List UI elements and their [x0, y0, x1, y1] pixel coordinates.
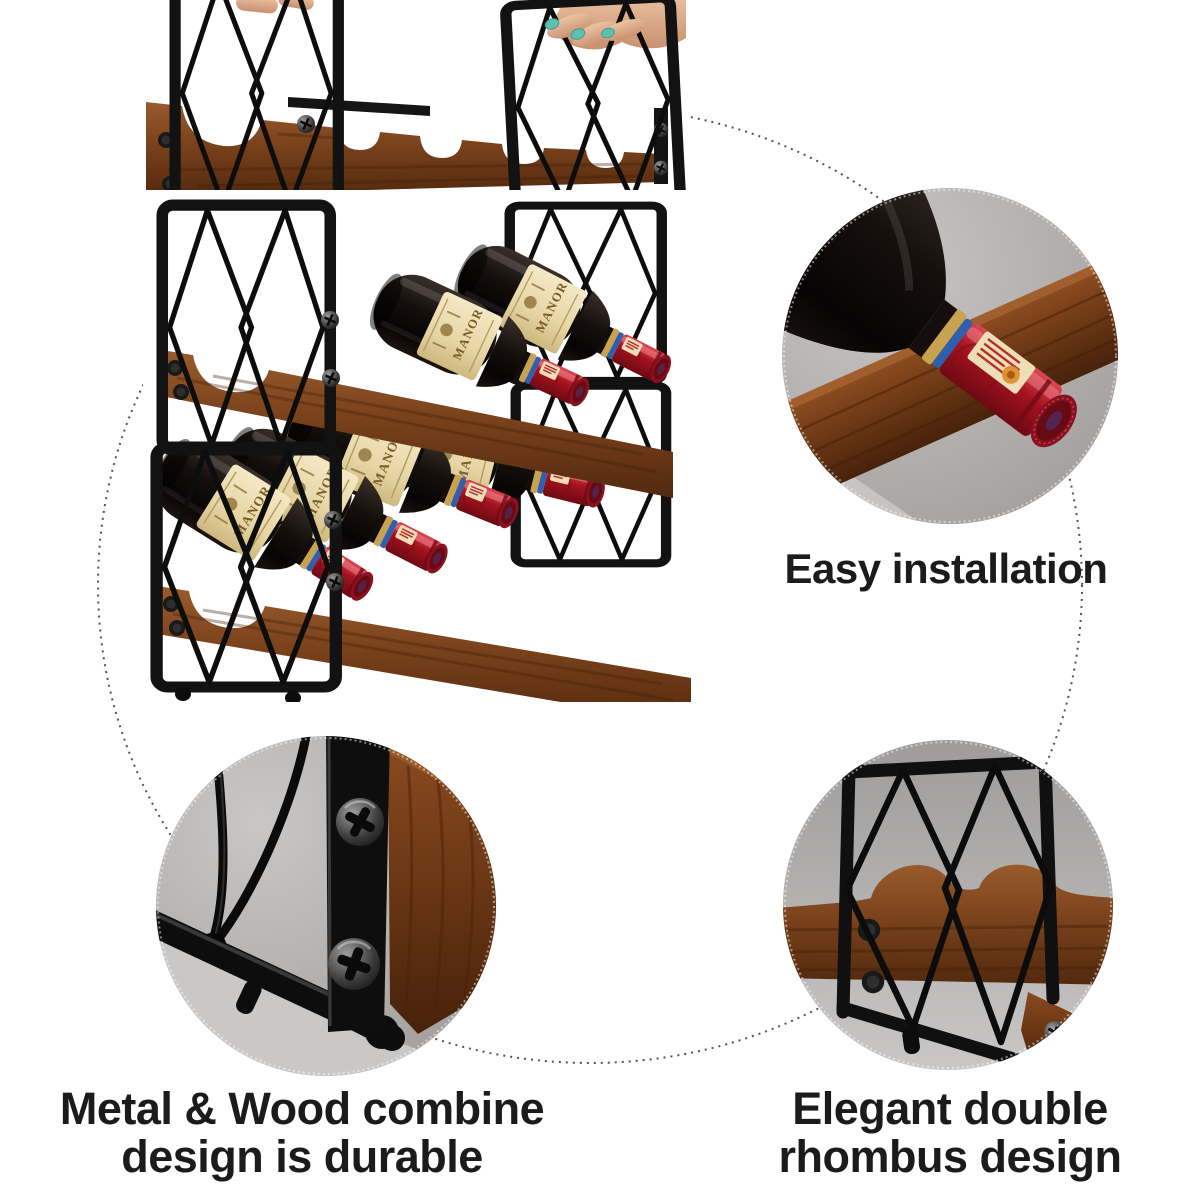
- teal-nails: [544, 18, 615, 40]
- caption-rhombus: Elegant double rhombus design: [700, 1085, 1200, 1180]
- callout-rhombus-photo: [783, 740, 1113, 1070]
- wood-rail-tier1: [161, 350, 673, 498]
- callout-easy-installation-photo: [782, 188, 1118, 524]
- screw-closeup: [336, 798, 384, 846]
- caption-easy-installation: Easy installation: [784, 545, 1108, 592]
- caption-metal-wood-line2: design is durable: [121, 1130, 483, 1182]
- right-hand-fingers: [544, 13, 646, 47]
- caption-rhombus-line1: Elegant double: [792, 1083, 1108, 1134]
- callout-metal-wood-photo: [156, 736, 496, 1076]
- caption-metal-wood-line1: Metal & Wood combine: [59, 1083, 545, 1134]
- foot-peg: [902, 1027, 920, 1055]
- photo-rack-loaded: [143, 190, 791, 702]
- caption-metal-wood: Metal & Wood combine design is durable: [52, 1085, 552, 1180]
- foot-peg: [236, 980, 262, 1014]
- rail-top-bar: [288, 97, 430, 116]
- caption-rhombus-line2: rhombus design: [778, 1130, 1122, 1182]
- wood-rail-tier2: [157, 586, 691, 702]
- screw-closeup: [328, 938, 380, 990]
- rhombus-panel-closeup: [836, 753, 1060, 1067]
